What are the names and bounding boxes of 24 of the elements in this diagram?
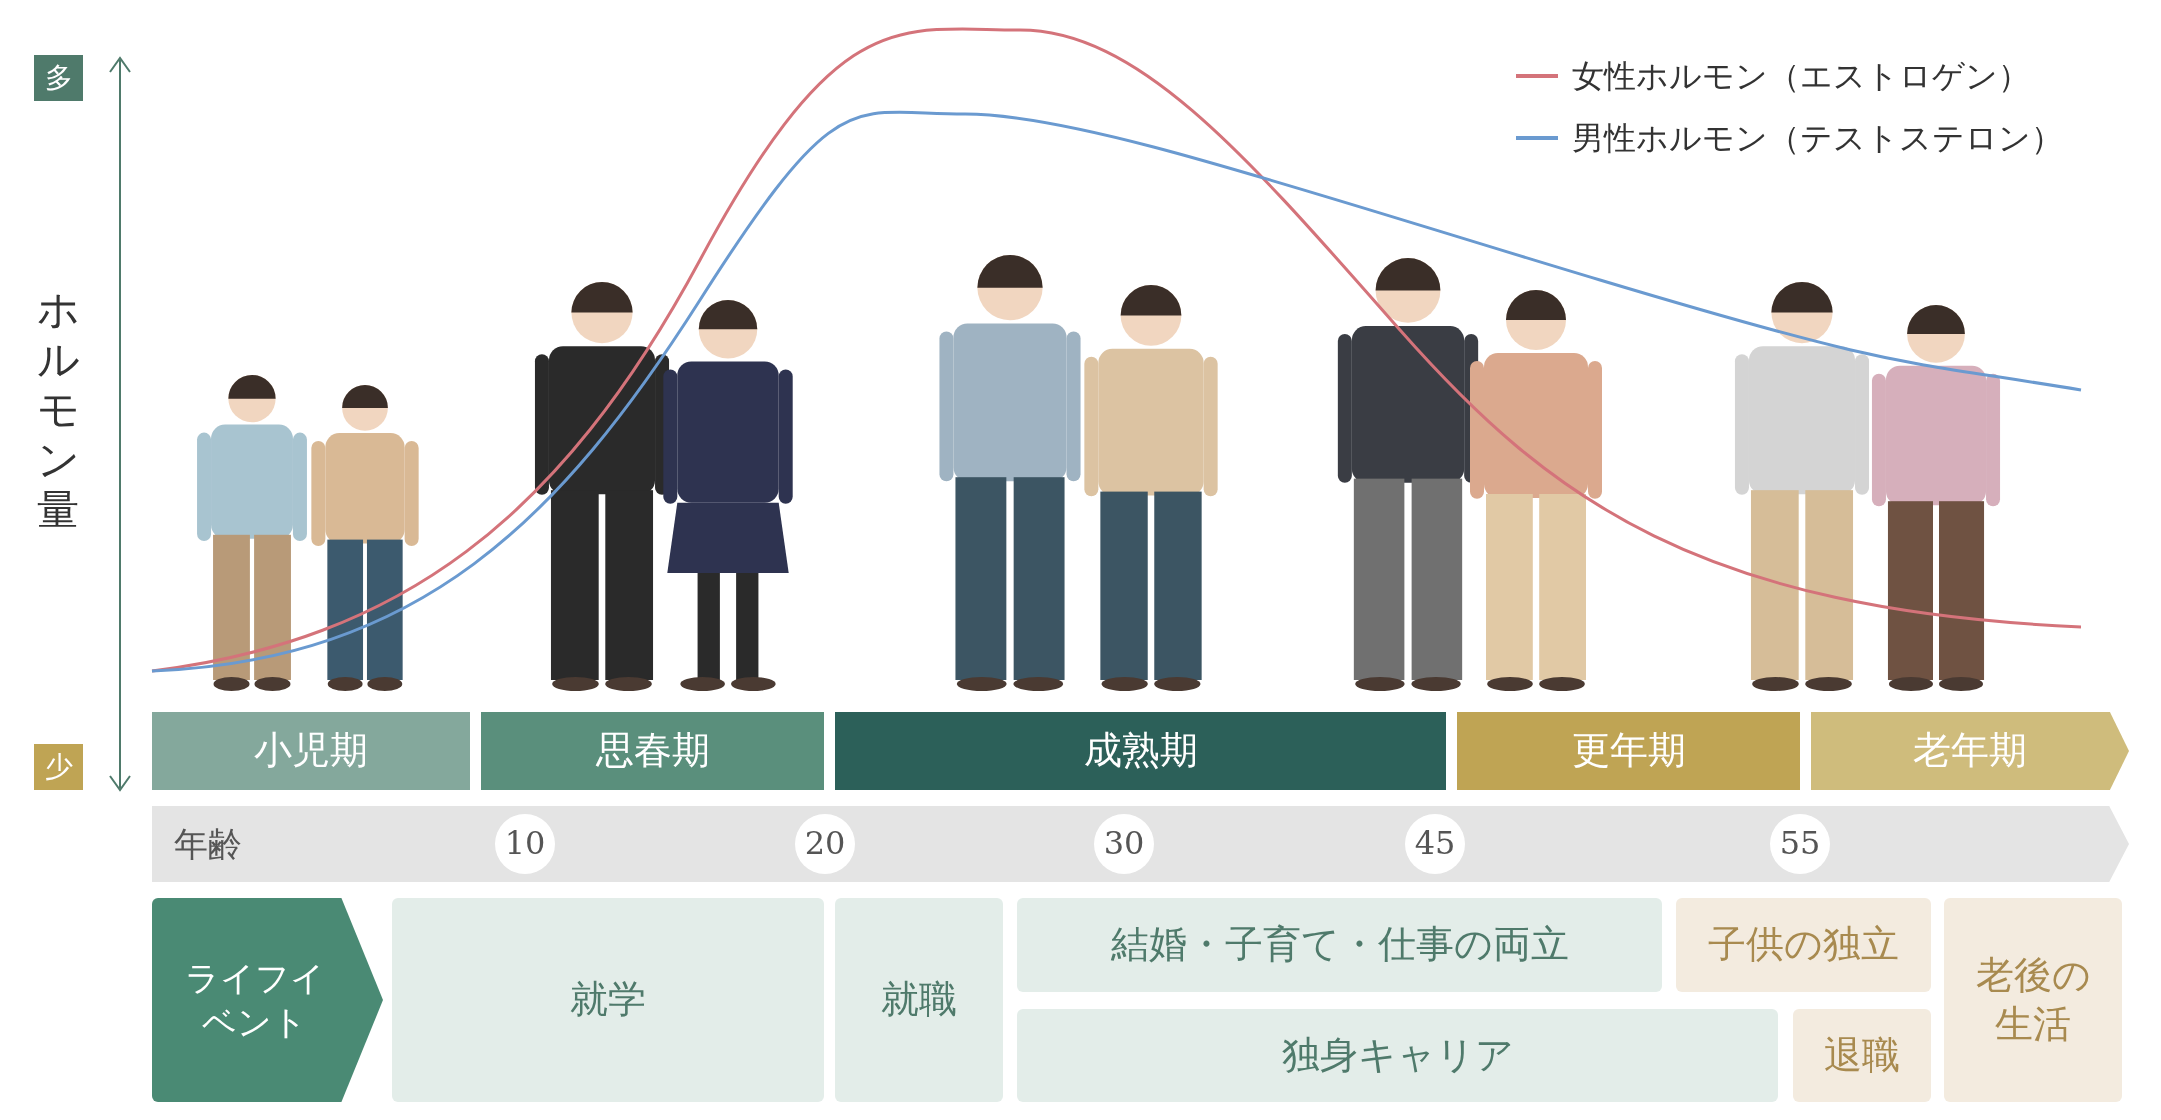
age-marker: 20 xyxy=(795,814,855,874)
stage-band: 成熟期 xyxy=(835,712,1446,790)
legend-text: 男性ホルモン（テストステロン） xyxy=(1572,118,2063,159)
life-event-box: 子供の独立 xyxy=(1676,898,1931,992)
age-marker: 55 xyxy=(1770,814,1830,874)
life-event-box: 老後の生活 xyxy=(1944,898,2122,1102)
stage-band: 小児期 xyxy=(152,712,470,790)
age-marker: 30 xyxy=(1094,814,1154,874)
life-event-box: 就職 xyxy=(835,898,1003,1102)
axis-badge: 少 xyxy=(34,744,83,790)
life-event-box: 就学 xyxy=(392,898,824,1102)
age-marker: 10 xyxy=(495,814,555,874)
stage-band: 老年期 xyxy=(1811,712,2129,790)
axis-title: ホルモン量 xyxy=(36,285,80,535)
axis-badge: 多 xyxy=(34,55,83,101)
age-heading: 年齢 xyxy=(174,822,242,866)
stage-band: 更年期 xyxy=(1457,712,1800,790)
life-event-box: 結婚・子育て・仕事の両立 xyxy=(1017,898,1662,992)
age-marker: 45 xyxy=(1405,814,1465,874)
life-event-box: 独身キャリア xyxy=(1017,1009,1778,1102)
age-bar xyxy=(152,806,2129,882)
stage-band: 思春期 xyxy=(481,712,824,790)
legend-text: 女性ホルモン（エストロゲン） xyxy=(1572,56,2030,97)
life-event-box: 退職 xyxy=(1793,1009,1931,1102)
